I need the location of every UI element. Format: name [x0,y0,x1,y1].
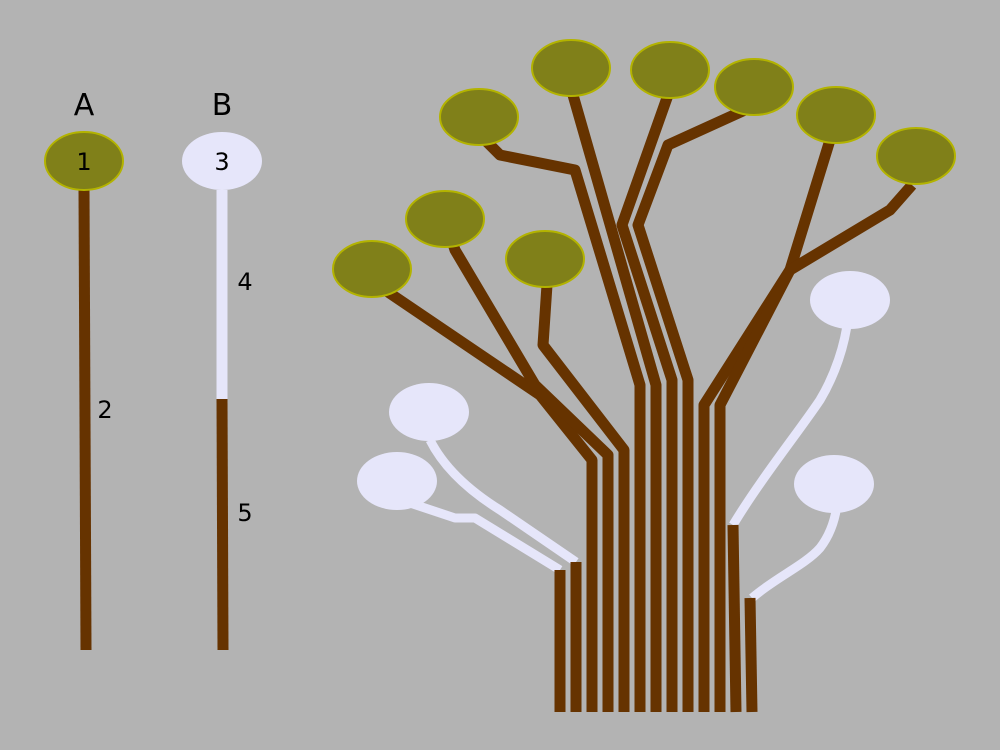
tree [333,40,955,712]
olive-head-9 [877,128,955,184]
strand-04 [447,225,608,712]
pale-head-1 [389,383,469,441]
olive-head-7 [715,59,793,115]
olive-head-6 [631,42,709,98]
pale-branch-right-lower [752,505,837,598]
panel-a-letter: A [74,88,95,123]
olive-head-4 [440,89,518,145]
strand-13 [750,598,752,712]
olive-head-2 [406,191,484,247]
pale-head-4 [794,455,874,513]
panel-b: B 3 4 5 [182,88,262,650]
pale-branch-left [430,440,576,562]
panel-b-head-number: 3 [214,148,229,176]
pale-head-2 [357,452,437,510]
panel-b-letter: B [212,88,233,123]
olive-head-5 [532,40,610,96]
olive-head-8 [797,87,875,143]
olive-head-1 [333,241,411,297]
panel-a: A 1 2 [45,88,123,650]
panel-a-head-number: 1 [76,148,91,176]
panel-b-upper-stem-number: 4 [237,268,252,296]
panel-a-stem [84,190,86,650]
strand-12 [733,525,736,712]
olive-head-3 [506,231,584,287]
panel-b-lower-stem [222,399,223,650]
panel-a-stem-number: 2 [97,396,112,424]
pale-head-3 [810,271,890,329]
panel-b-lower-stem-number: 5 [237,499,252,527]
